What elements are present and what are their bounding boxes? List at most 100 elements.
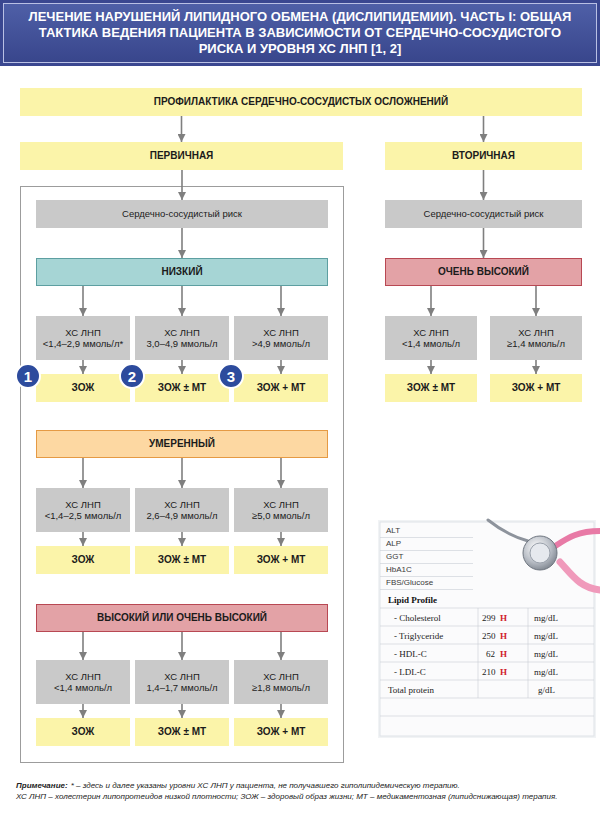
- box-text: ХС ЛНП: [65, 499, 100, 510]
- table-line: [380, 563, 473, 564]
- ldl-level-box: ХС ЛНП2,6–4,9 ммоль/л: [135, 488, 229, 532]
- flow-arrow: [280, 704, 282, 718]
- table-line: [380, 680, 594, 681]
- action-box: ЗОЖ: [36, 374, 130, 402]
- photo-text: 62: [486, 649, 495, 659]
- flow-arrow: [483, 116, 485, 142]
- photo-text: - HDL-C: [394, 649, 427, 659]
- flow-arrow: [181, 228, 183, 258]
- lab-photo: [378, 520, 600, 738]
- photo-text: HbA1C: [386, 565, 412, 575]
- flow-arrow: [82, 458, 84, 488]
- box-text: ЗОЖ: [72, 726, 95, 738]
- callout-number: 1: [15, 363, 41, 389]
- action-box: ЗОЖ + МТ: [234, 718, 328, 746]
- box-text: ХС ЛНП: [413, 327, 448, 338]
- ldl-level-box: ХС ЛНП1,4–1,7 ммоль/л: [135, 660, 229, 704]
- photo-ground: [378, 520, 596, 738]
- title-text: ЛЕЧЕНИЕ НАРУШЕНИЙ ЛИПИДНОГО ОБМЕНА (ДИСЛ…: [26, 9, 574, 58]
- flow-arrow: [280, 360, 282, 374]
- flow-arrow: [181, 632, 183, 660]
- flow-arrow: [535, 360, 537, 374]
- prevention-box: ПРОФИЛАКТИКА СЕРДЕЧНО-СОСУДИСТЫХ ОСЛОЖНЕ…: [20, 88, 582, 116]
- flow-arrow: [181, 116, 183, 142]
- box-text: ≥5,0 ммоль/л: [252, 510, 310, 521]
- box-text: ХС ЛНП: [164, 671, 199, 682]
- box-text: НИЗКИЙ: [161, 266, 202, 278]
- flow-arrow: [181, 286, 183, 316]
- ldl-level-box: ХС ЛНП≥1,8 ммоль/л: [234, 660, 328, 704]
- table-line: [380, 716, 594, 717]
- flow-arrow: [181, 170, 183, 200]
- box-text: ХС ЛНП: [164, 499, 199, 510]
- box-text: УМЕРЕННЫЙ: [149, 438, 215, 450]
- risk-header-box: Сердечно-сосудистый риск: [385, 200, 582, 228]
- ldl-level-box: ХС ЛНП≥5,0 ммоль/л: [234, 488, 328, 532]
- box-text: 2,6–4,9 ммоль/л: [146, 510, 217, 521]
- ldl-level-box: ХС ЛНП<1,4 ммоль/л: [36, 660, 130, 704]
- table-line: [380, 698, 594, 699]
- photo-text: mg/dL: [534, 613, 558, 623]
- note-text: * – здесь и далее указаны уровни ХС ЛНП …: [71, 781, 460, 790]
- photo-text: 210: [482, 667, 496, 677]
- action-box: ЗОЖ: [36, 718, 130, 746]
- photo-text: mg/dL: [534, 649, 558, 659]
- table-line: [380, 608, 594, 609]
- photo-text: GGT: [386, 552, 403, 562]
- action-box: ЗОЖ: [36, 546, 130, 574]
- table-line: [478, 608, 479, 698]
- table-line: [380, 589, 473, 590]
- stethoscope-diaphragm: [530, 543, 550, 563]
- photo-text: H: [500, 667, 507, 677]
- flow-arrow: [483, 228, 485, 258]
- stethoscope-tube: [560, 562, 600, 590]
- title-band: ЛЕЧЕНИЕ НАРУШЕНИЙ ЛИПИДНОГО ОБМЕНА (ДИСЛ…: [0, 0, 600, 66]
- photo-text: mg/dL: [534, 667, 558, 677]
- ldl-level-box: ХС ЛНП<1,4–2,5 ммоль/л: [36, 488, 130, 532]
- box-text: ЗОЖ ± МТ: [158, 382, 206, 394]
- box-text: ХС ЛНП: [164, 327, 199, 338]
- photo-text: H: [500, 649, 507, 659]
- box-text: ЗОЖ + МТ: [257, 726, 306, 738]
- stethoscope-tube: [552, 531, 600, 548]
- table-line: [380, 662, 594, 663]
- box-text: ХС ЛНП: [65, 327, 100, 338]
- flow-arrow: [82, 532, 84, 546]
- callout-number: 3: [218, 363, 244, 389]
- table-line: [380, 626, 594, 627]
- ldl-level-box: ХС ЛНП>4,9 ммоль/л: [234, 316, 328, 360]
- action-box: ЗОЖ ± МТ: [385, 374, 477, 402]
- flow-arrow: [430, 286, 432, 316]
- photo-text: - LDL-C: [394, 667, 426, 677]
- box-text: ХС ЛНП: [65, 671, 100, 682]
- photo-text: FBS/Glucose: [386, 578, 433, 588]
- risk-level-box: УМЕРЕННЫЙ: [36, 430, 328, 458]
- flow-arrow: [181, 704, 183, 718]
- table-line: [380, 576, 473, 577]
- flow-arrow: [181, 458, 183, 488]
- risk-level-box: ОЧЕНЬ ВЫСОКИЙ: [385, 258, 582, 286]
- table-line: [528, 608, 529, 698]
- photo-text: Total protein: [388, 685, 434, 695]
- callout-number: 2: [119, 363, 145, 389]
- risk-level-box: НИЗКИЙ: [36, 258, 328, 286]
- flow-arrow: [483, 170, 485, 200]
- flow-arrow: [535, 286, 537, 316]
- note-line: ХС ЛНП – холестерин липопротеидов низкой…: [16, 792, 596, 802]
- box-text: ХС ЛНП: [518, 327, 553, 338]
- box-text: Сердечно-сосудистый риск: [122, 208, 242, 219]
- table-line: [380, 644, 594, 645]
- photo-text: H: [500, 631, 507, 641]
- box-text: ЗОЖ + МТ: [257, 382, 306, 394]
- photo-text: - Triglyceride: [394, 631, 443, 641]
- box-text: <1,4 ммоль/л: [402, 338, 460, 349]
- box-text: ОЧЕНЬ ВЫСОКИЙ: [438, 266, 529, 278]
- flow-arrow: [280, 532, 282, 546]
- ldl-level-box: ХС ЛНП<1,4–2,9 ммоль/л*: [36, 316, 130, 360]
- box-text: ≥1,8 ммоль/л: [252, 682, 310, 693]
- action-box: ЗОЖ ± МТ: [135, 374, 229, 402]
- action-box: ЗОЖ + МТ: [234, 546, 328, 574]
- flow-arrow: [280, 458, 282, 488]
- box-text: ЗОЖ ± МТ: [158, 554, 206, 566]
- flow-arrow: [181, 360, 183, 374]
